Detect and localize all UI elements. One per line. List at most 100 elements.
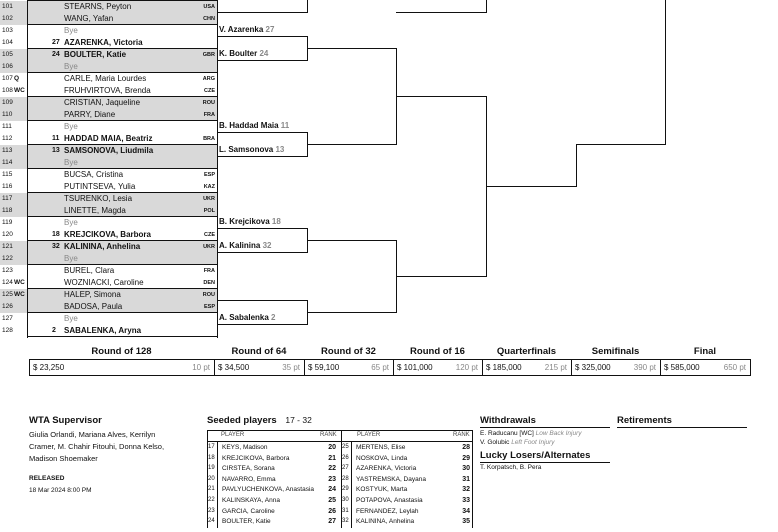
prize-round-label: Round of 32 [321, 346, 376, 357]
seed-number: 18 [208, 454, 215, 461]
bracket-line [27, 192, 217, 193]
bracket-line [27, 0, 28, 338]
draw-position: 113 [2, 147, 13, 154]
country-code: USA [203, 4, 215, 10]
seed-number: 23 [208, 507, 215, 514]
seed-number: 24 [52, 51, 60, 58]
country-code: ESP [203, 304, 215, 310]
prize-round-label: Round of 16 [410, 346, 465, 357]
seed-player: KEYS, Madison [222, 444, 268, 451]
withdrawal-name: V. Golubic [480, 439, 510, 446]
winner-name: V. Azarenka [219, 25, 266, 34]
draw-position: 112 [2, 135, 13, 142]
player-name: STEARNS, Peyton [64, 2, 132, 11]
winner-name: B. Krejcikova [219, 217, 272, 226]
prize-amount: $ 23,250 [33, 363, 65, 372]
seed-rank: 22 [328, 465, 336, 473]
draw-position: 126 [2, 303, 13, 310]
bracket-line [750, 359, 751, 376]
seed-number: 20 [208, 475, 215, 482]
seed-number: 27 [342, 465, 349, 472]
player-name: AZARENKA, Victoria [64, 38, 143, 47]
col-rank-left: RANK [320, 432, 337, 438]
draw-position: 119 [2, 219, 13, 226]
bracket-line [27, 48, 217, 49]
prize-points: 390 pt [633, 363, 656, 372]
winner-seed: 18 [271, 217, 281, 226]
draw-position: 128 [2, 327, 13, 334]
bracket-line [665, 0, 666, 145]
country-code: FRA [203, 268, 215, 274]
round64-winner: L. Samsonova 13 [219, 145, 284, 154]
entry-code: WC [14, 291, 25, 298]
player-name: TSURENKO, Lesia [64, 194, 133, 203]
prize-amount: $ 325,000 [575, 363, 611, 372]
draw-row: 126 BADOSA, Paula ESP [0, 301, 217, 313]
seed-number: 11 [52, 135, 60, 142]
bracket-line [27, 24, 217, 25]
seed-player: BOULTER, Katie [222, 518, 271, 526]
supervisor-line: Giulia Orlandi, Mariana Alves, Kerrilyn [29, 430, 156, 439]
seed-rank: 31 [462, 475, 470, 483]
bracket-line [27, 144, 217, 145]
bracket-line [571, 359, 572, 376]
seeded-title: Seeded players [207, 415, 277, 426]
winner-name: B. Haddad Maia [219, 121, 281, 130]
withdrawals-list: E. Raducanu [WC] Low Back Injury V. Golu… [480, 429, 582, 447]
bracket-line [27, 216, 217, 217]
country-code: KAZ [203, 184, 215, 190]
draw-position: 121 [2, 243, 13, 250]
bracket-line [217, 156, 307, 157]
withdrawal-reason: Low Back Injury [535, 430, 582, 437]
player-name: BUREL, Clara [64, 266, 115, 275]
winner-seed: 32 [262, 241, 272, 250]
draw-position: 108 [2, 87, 13, 94]
player-name: Bye [64, 254, 78, 263]
bracket-line [307, 48, 396, 49]
seed-player: FERNANDEZ, Leylah [356, 507, 419, 515]
player-name: BADOSA, Paula [64, 302, 123, 311]
seeded-range: 17 - 32 [285, 415, 312, 425]
bracket-line [27, 72, 217, 73]
player-name: WOZNIACKI, Caroline [64, 278, 144, 287]
draw-position: 120 [2, 231, 13, 238]
seed-player: KALININA, Anhelina [356, 518, 415, 526]
bracket-line [307, 144, 396, 145]
prize-amount: $ 59,100 [308, 363, 340, 372]
divider [617, 427, 747, 428]
round64-winner: B. Krejcikova 18 [219, 217, 281, 226]
prize-round-label: Round of 128 [91, 346, 152, 357]
player-name: Bye [64, 158, 78, 167]
seed-number: 24 [208, 518, 215, 525]
entry-code: Q [14, 75, 20, 82]
bracket-line [29, 359, 750, 360]
prize-round-label: Final [693, 346, 717, 357]
winner-name: A. Sabalenka [219, 313, 272, 322]
draw-position: 118 [2, 207, 13, 214]
draw-position: 124 [2, 279, 13, 286]
seed-number: 32 [342, 518, 349, 525]
player-name: PARRY, Diane [64, 110, 116, 119]
winner-name: A. Kalinina [219, 241, 263, 250]
bracket-line [27, 240, 217, 241]
